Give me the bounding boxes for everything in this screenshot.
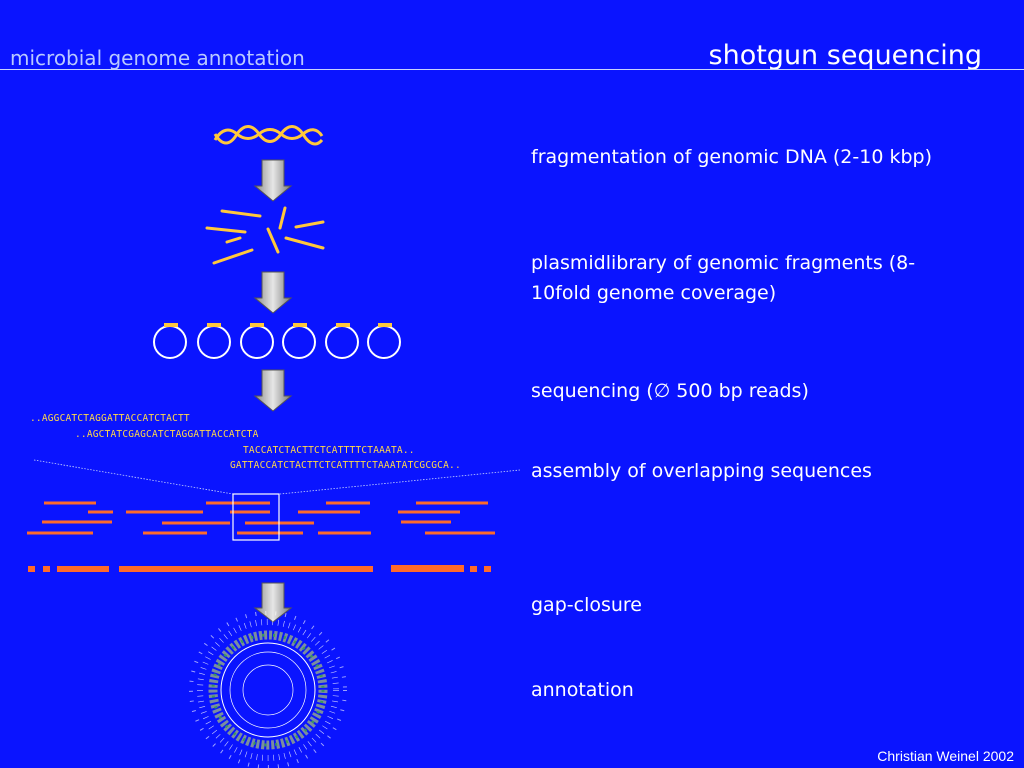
plasmid <box>325 323 359 359</box>
sequencing-reads <box>27 501 495 535</box>
dna-fragments <box>205 206 325 265</box>
zoom-box <box>232 493 280 541</box>
arrow-down-icon <box>253 159 293 202</box>
arrow-down-icon <box>253 271 293 314</box>
step-assembly: assembly of overlapping sequences <box>531 460 872 482</box>
plasmid <box>240 323 274 359</box>
step-sequencing: sequencing (∅ 500 bp reads) <box>531 380 809 402</box>
plasmid <box>153 323 187 359</box>
plasmid <box>367 323 401 359</box>
arrow-down-icon <box>253 582 293 623</box>
arrow-down-icon <box>253 369 293 412</box>
step-annotation: annotation <box>531 679 634 701</box>
read-sequence: TACCATCTACTTCTCATTTTCTAAATA.. <box>243 445 415 456</box>
step-plasmid-library: plasmidlibrary of genomic fragments (8-1… <box>531 252 916 304</box>
zoom-lines <box>33 459 521 495</box>
header-right-title: shotgun sequencing <box>708 40 982 71</box>
footer-credit: Christian Weinel 2002 <box>877 748 1014 764</box>
plasmid <box>282 323 316 359</box>
plasmid <box>197 323 231 359</box>
read-sequence: ..AGCTATCGAGCATCTAGGATTACCATCTA <box>75 429 259 440</box>
dna-helix <box>213 125 324 146</box>
read-sequence: GATTACCATCTACTTCTCATTTTCTAAATATCGCGCA.. <box>230 460 461 471</box>
header-divider <box>0 69 1024 70</box>
step-gap-closure: gap-closure <box>531 594 642 616</box>
assembled-contigs <box>28 565 491 572</box>
read-sequence: ..AGGCATCTAGGATTACCATCTACTT <box>30 413 190 424</box>
header-left-title: microbial genome annotation <box>10 46 305 70</box>
plasmid-library <box>153 323 401 359</box>
circular-genome-map <box>189 611 347 768</box>
step-fragmentation: fragmentation of genomic DNA (2-10 kbp) <box>531 146 933 168</box>
